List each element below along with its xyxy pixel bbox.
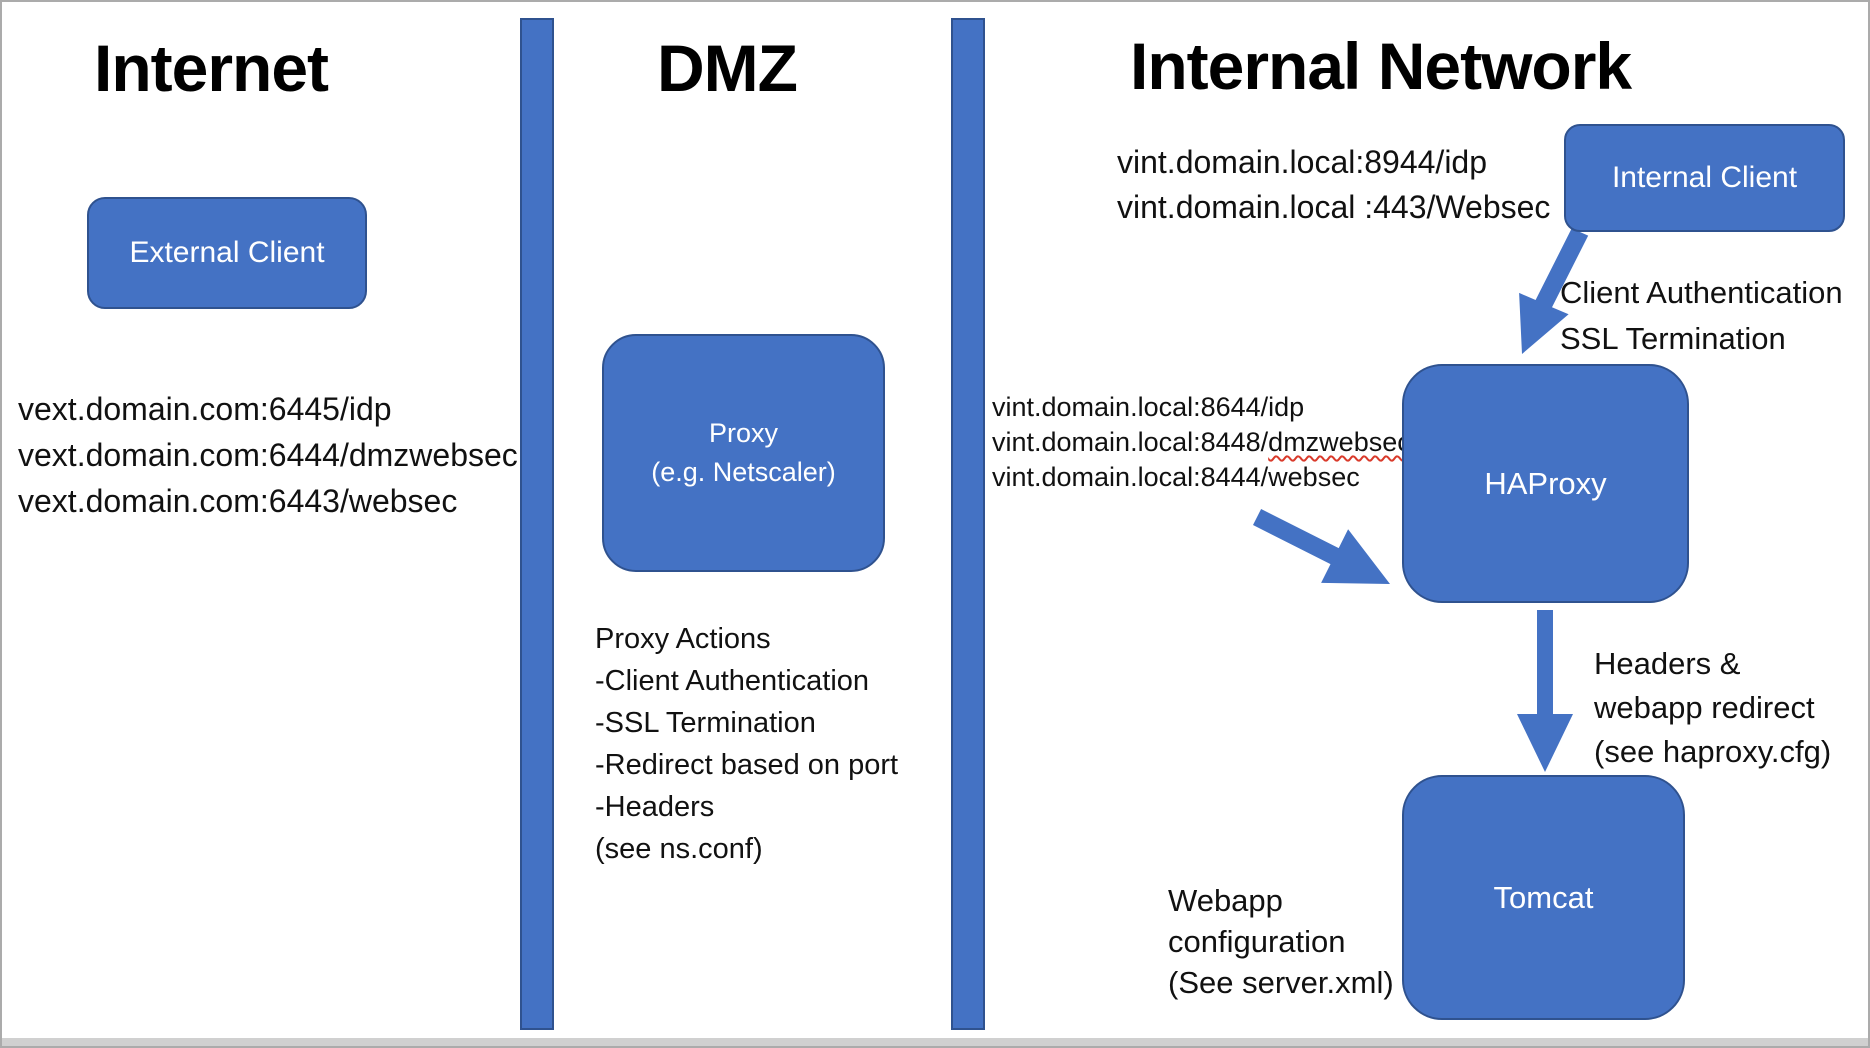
external-endpoint: vext.domain.com:6445/idp [18, 391, 392, 427]
haproxy-note-line: (see haproxy.cfg) [1594, 734, 1832, 769]
tomcat-note: Webapp configuration (See server.xml) [1168, 880, 1394, 1003]
haproxy-endpoint: vint.domain.local:8448/dmzwebsec [992, 427, 1411, 457]
tomcat-box: Tomcat [1402, 775, 1685, 1020]
canvas-bottom-edge [2, 1038, 1868, 1046]
haproxy-label: HAProxy [1484, 465, 1607, 501]
proxy-actions-list: Proxy Actions -Client Authentication -SS… [595, 618, 898, 870]
arrow-haproxy-to-tomcat [1517, 610, 1573, 772]
external-client-label: External Client [129, 236, 325, 269]
proxy-action: -Redirect based on port [595, 749, 899, 781]
haproxy-note: Headers & webapp redirect (see haproxy.c… [1594, 642, 1831, 774]
external-endpoint: vext.domain.com:6444/dmzwebsec [18, 437, 518, 473]
internal-client-box: Internal Client [1564, 124, 1845, 232]
tomcat-label: Tomcat [1493, 879, 1594, 915]
client-auth-note-line: SSL Termination [1560, 321, 1786, 356]
external-endpoint-list: vext.domain.com:6445/idp vext.domain.com… [18, 386, 518, 524]
zone-title-internal-network: Internal Network [1130, 29, 1632, 103]
haproxy-box: HAProxy [1402, 364, 1689, 603]
haproxy-note-line: Headers & [1594, 646, 1741, 681]
zone-divider-dmz-internal [951, 18, 985, 1030]
tomcat-note-line: configuration [1168, 924, 1346, 959]
client-auth-note-line: Client Authentication [1560, 275, 1843, 310]
proxy-box: Proxy (e.g. Netscaler) [602, 334, 885, 572]
internal-client-endpoint: vint.domain.local :443/Websec [1117, 189, 1551, 225]
proxy-action: -SSL Termination [595, 707, 816, 739]
internal-client-label: Internal Client [1611, 161, 1798, 194]
haproxy-note-line: webapp redirect [1594, 690, 1815, 725]
haproxy-endpoint: vint.domain.local:8444/websec [992, 462, 1360, 492]
external-endpoint: vext.domain.com:6443/websec [18, 483, 458, 519]
proxy-actions-title: Proxy Actions [595, 623, 771, 655]
arrow-mappings-to-haproxy [1253, 509, 1390, 584]
haproxy-endpoint: vint.domain.local:8644/idp [992, 392, 1305, 422]
proxy-label: Proxy [708, 418, 779, 448]
zone-title-internet: Internet [94, 31, 329, 105]
proxy-action: -Client Authentication [595, 665, 870, 697]
proxy-action: -Headers [595, 791, 715, 823]
zone-title-dmz: DMZ [657, 31, 798, 105]
proxy-sublabel: (e.g. Netscaler) [651, 457, 836, 487]
zone-divider-internet-dmz [520, 18, 554, 1030]
tomcat-note-line: Webapp [1168, 883, 1283, 918]
internal-client-endpoint-list: vint.domain.local:8944/idp vint.domain.l… [1117, 140, 1550, 230]
tomcat-note-line: (See server.xml) [1168, 965, 1394, 1000]
spellcheck-underline: dmzwebsec [1268, 427, 1411, 457]
client-auth-note: Client Authentication SSL Termination [1560, 270, 1843, 362]
external-client-box: External Client [87, 197, 367, 309]
haproxy-endpoint-list: vint.domain.local:8644/idp vint.domain.l… [992, 390, 1411, 495]
proxy-actions-footnote: (see ns.conf) [595, 833, 763, 865]
internal-client-endpoint: vint.domain.local:8944/idp [1117, 144, 1488, 180]
